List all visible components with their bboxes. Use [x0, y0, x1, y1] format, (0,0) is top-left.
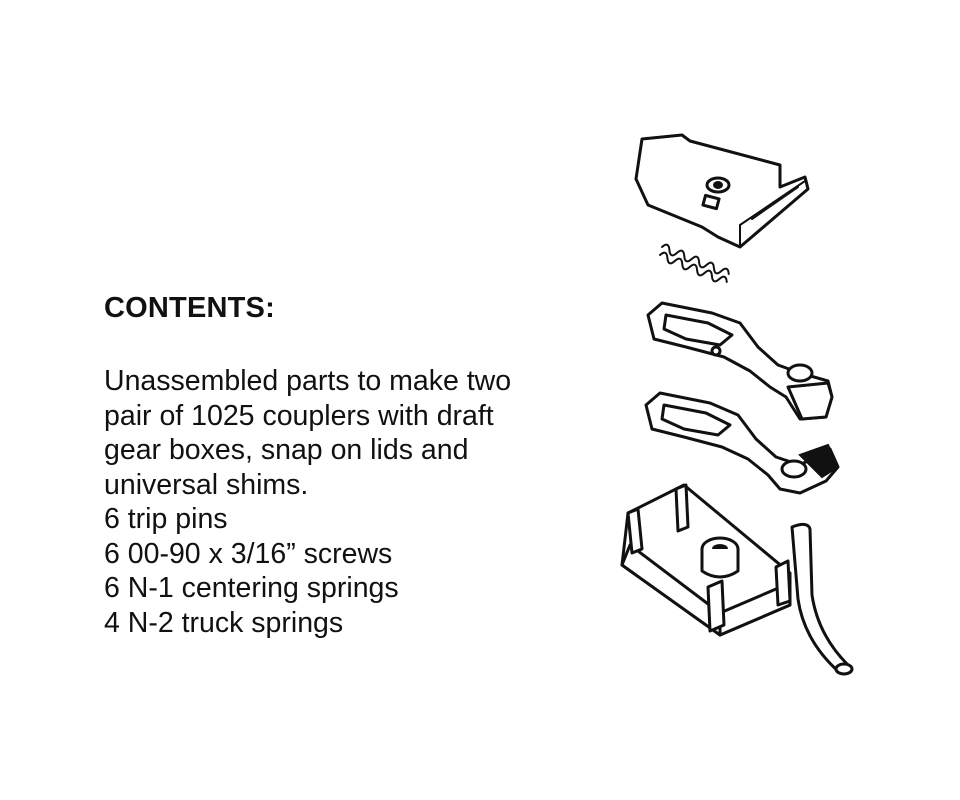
spring-icon: [659, 243, 730, 283]
lid-icon: [634, 133, 810, 249]
contents-line: pair of 1025 couplers with draft: [104, 399, 494, 432]
contents-line: 6 00-90 x 3/16” screws: [104, 537, 393, 570]
trip-pin-icon: [790, 522, 854, 676]
contents-line: 4 N-2 truck springs: [104, 606, 344, 639]
contents-line: 6 trip pins: [104, 503, 228, 535]
contents-heading: CONTENTS:: [104, 292, 275, 324]
contents-line: gear boxes, snap on lids and: [104, 434, 469, 466]
coupler-knuckle-icon: [646, 301, 834, 421]
parts-illustration: [600, 125, 880, 685]
contents-line: universal shims.: [104, 468, 309, 501]
contents-line: Unassembled parts to make two: [104, 365, 512, 397]
contents-line: 6 N-1 centering springs: [104, 572, 399, 604]
contents-list: Unassembled parts to make two pair of 10…: [104, 364, 584, 640]
coupler-knuckle-icon: [644, 391, 840, 495]
draft-gear-box-icon: [620, 483, 792, 637]
